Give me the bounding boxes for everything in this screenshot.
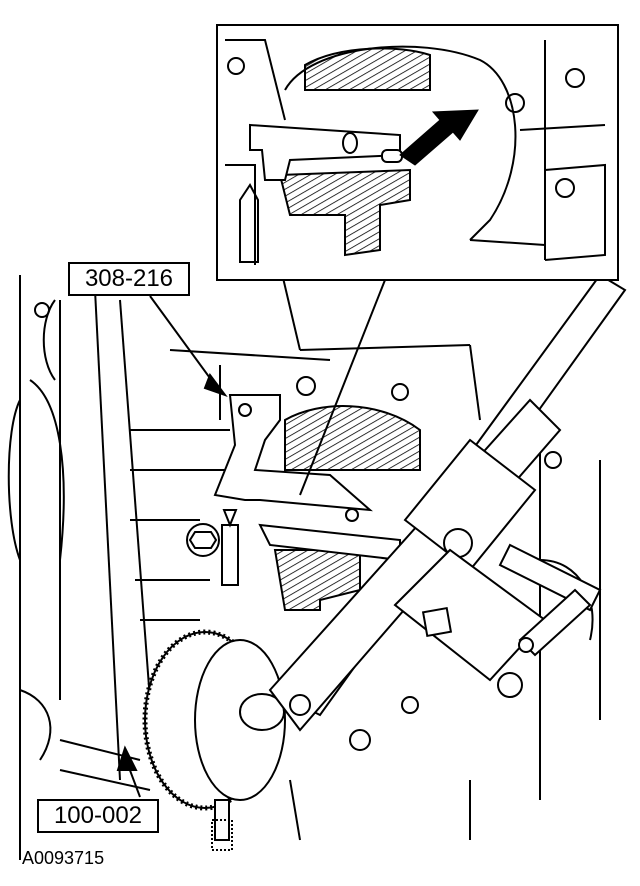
gear-cluster <box>273 405 421 611</box>
indicator-support-arm <box>268 273 627 732</box>
callout-308-216: 308-216 <box>68 262 190 296</box>
detail-inset <box>216 24 619 281</box>
callout-100-002: 100-002 <box>37 799 159 833</box>
tool-308-216-bracket <box>213 394 401 562</box>
inset-arrow-icon <box>399 109 479 166</box>
dial-indicator-mount-bolt <box>186 523 220 557</box>
figure-id-label: A0093715 <box>22 848 105 868</box>
dial-indicator-100-002 <box>142 509 286 851</box>
leader-lines <box>116 279 386 798</box>
